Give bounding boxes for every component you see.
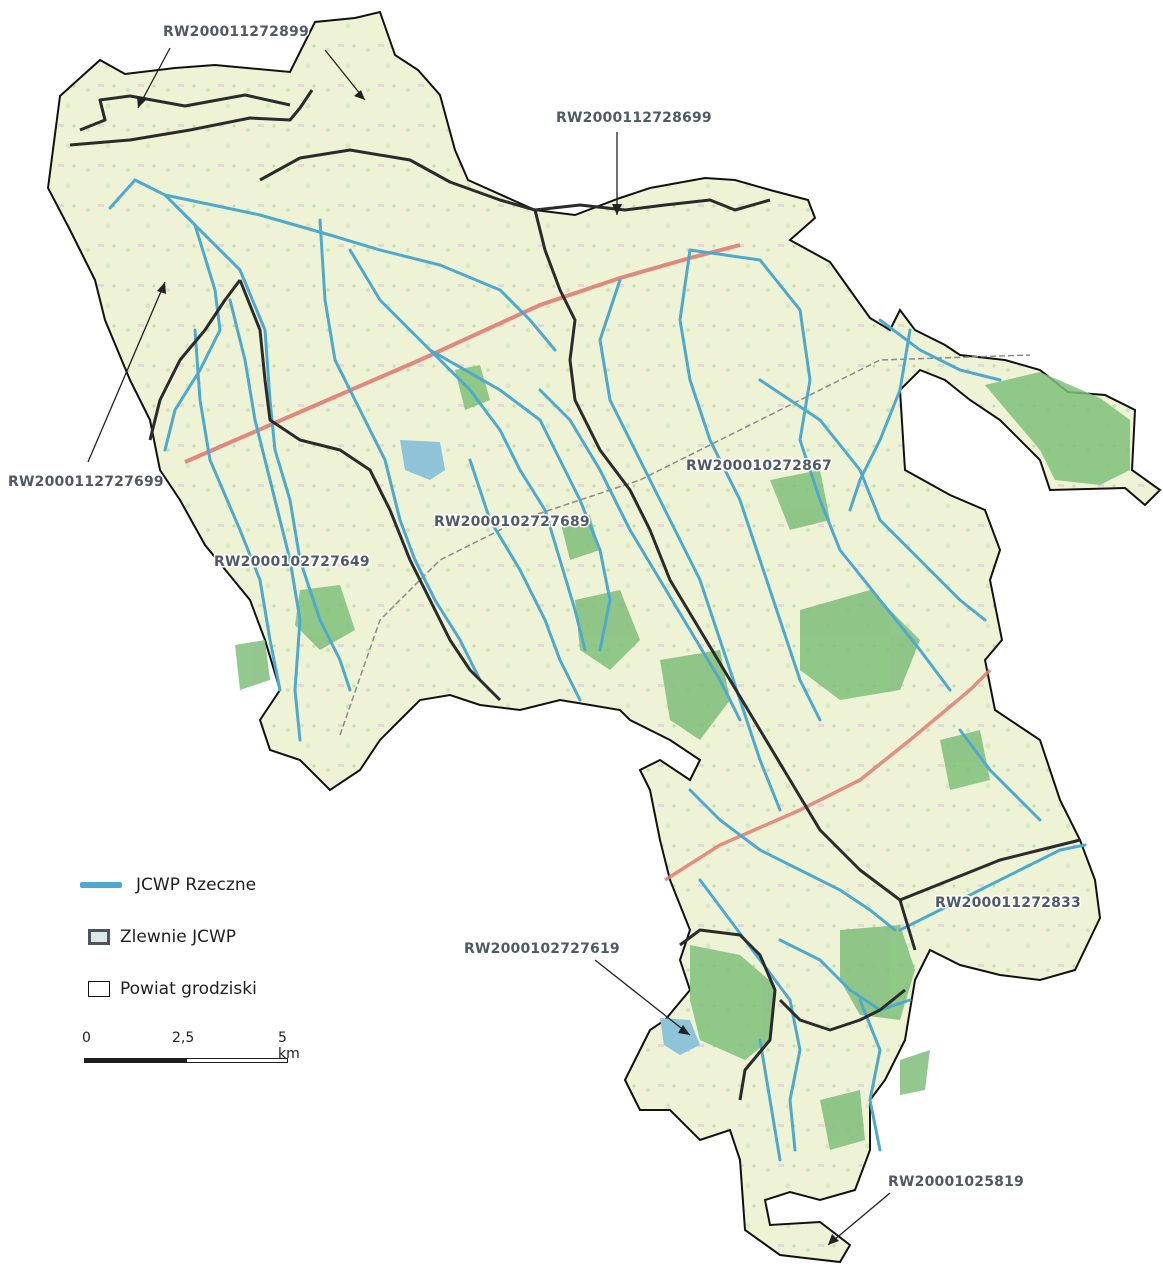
catchment-symbol-icon xyxy=(88,929,110,945)
scale-segment-dark xyxy=(84,1058,186,1063)
county-symbol-icon xyxy=(88,981,110,997)
river-network xyxy=(108,178,1087,1162)
label-rw2000112727699: RW2000112727699 xyxy=(8,474,164,490)
reservoir-south xyxy=(660,1018,700,1055)
leader-lines xyxy=(87,47,891,1246)
legend-item-county: Powiat grodziski xyxy=(80,976,257,1002)
river-symbol-icon xyxy=(80,882,122,888)
motorway-south xyxy=(664,668,992,882)
label-rw200011272899: RW200011272899 xyxy=(163,24,309,40)
scale-segment-light xyxy=(186,1058,288,1063)
label-rw2000102727689: RW2000102727689 xyxy=(434,514,590,530)
map-legend: JCWP Rzeczne Zlewnie JCWP Powiat grodzis… xyxy=(80,870,370,1070)
leader-arrowheads xyxy=(137,90,839,1245)
label-rw20001025819: RW20001025819 xyxy=(888,1174,1024,1190)
reservoir-central xyxy=(400,440,445,480)
catchment-boundaries xyxy=(69,89,1081,1101)
legend-item-rivers: JCWP Rzeczne xyxy=(80,872,256,898)
label-rw200010272867: RW200010272867 xyxy=(686,458,832,474)
scale-bar: 0 2,5 5 km xyxy=(82,1030,300,1070)
label-rw2000102727619: RW2000102727619 xyxy=(464,941,620,957)
scale-tick-0: 0 xyxy=(82,1030,91,1046)
legend-item-catchments: Zlewnie JCWP xyxy=(80,924,236,950)
label-rw2000102727649: RW2000102727649 xyxy=(214,554,370,570)
scale-tick-mid: 2,5 xyxy=(172,1030,195,1046)
legend-label-county: Powiat grodziski xyxy=(120,979,257,999)
label-rw200011272833: RW200011272833 xyxy=(935,895,1081,911)
legend-label-rivers: JCWP Rzeczne xyxy=(136,875,257,895)
legend-label-catchments: Zlewnie JCWP xyxy=(120,927,237,947)
label-rw2000112728699: RW2000112728699 xyxy=(556,110,712,126)
railway-line xyxy=(339,354,1031,736)
